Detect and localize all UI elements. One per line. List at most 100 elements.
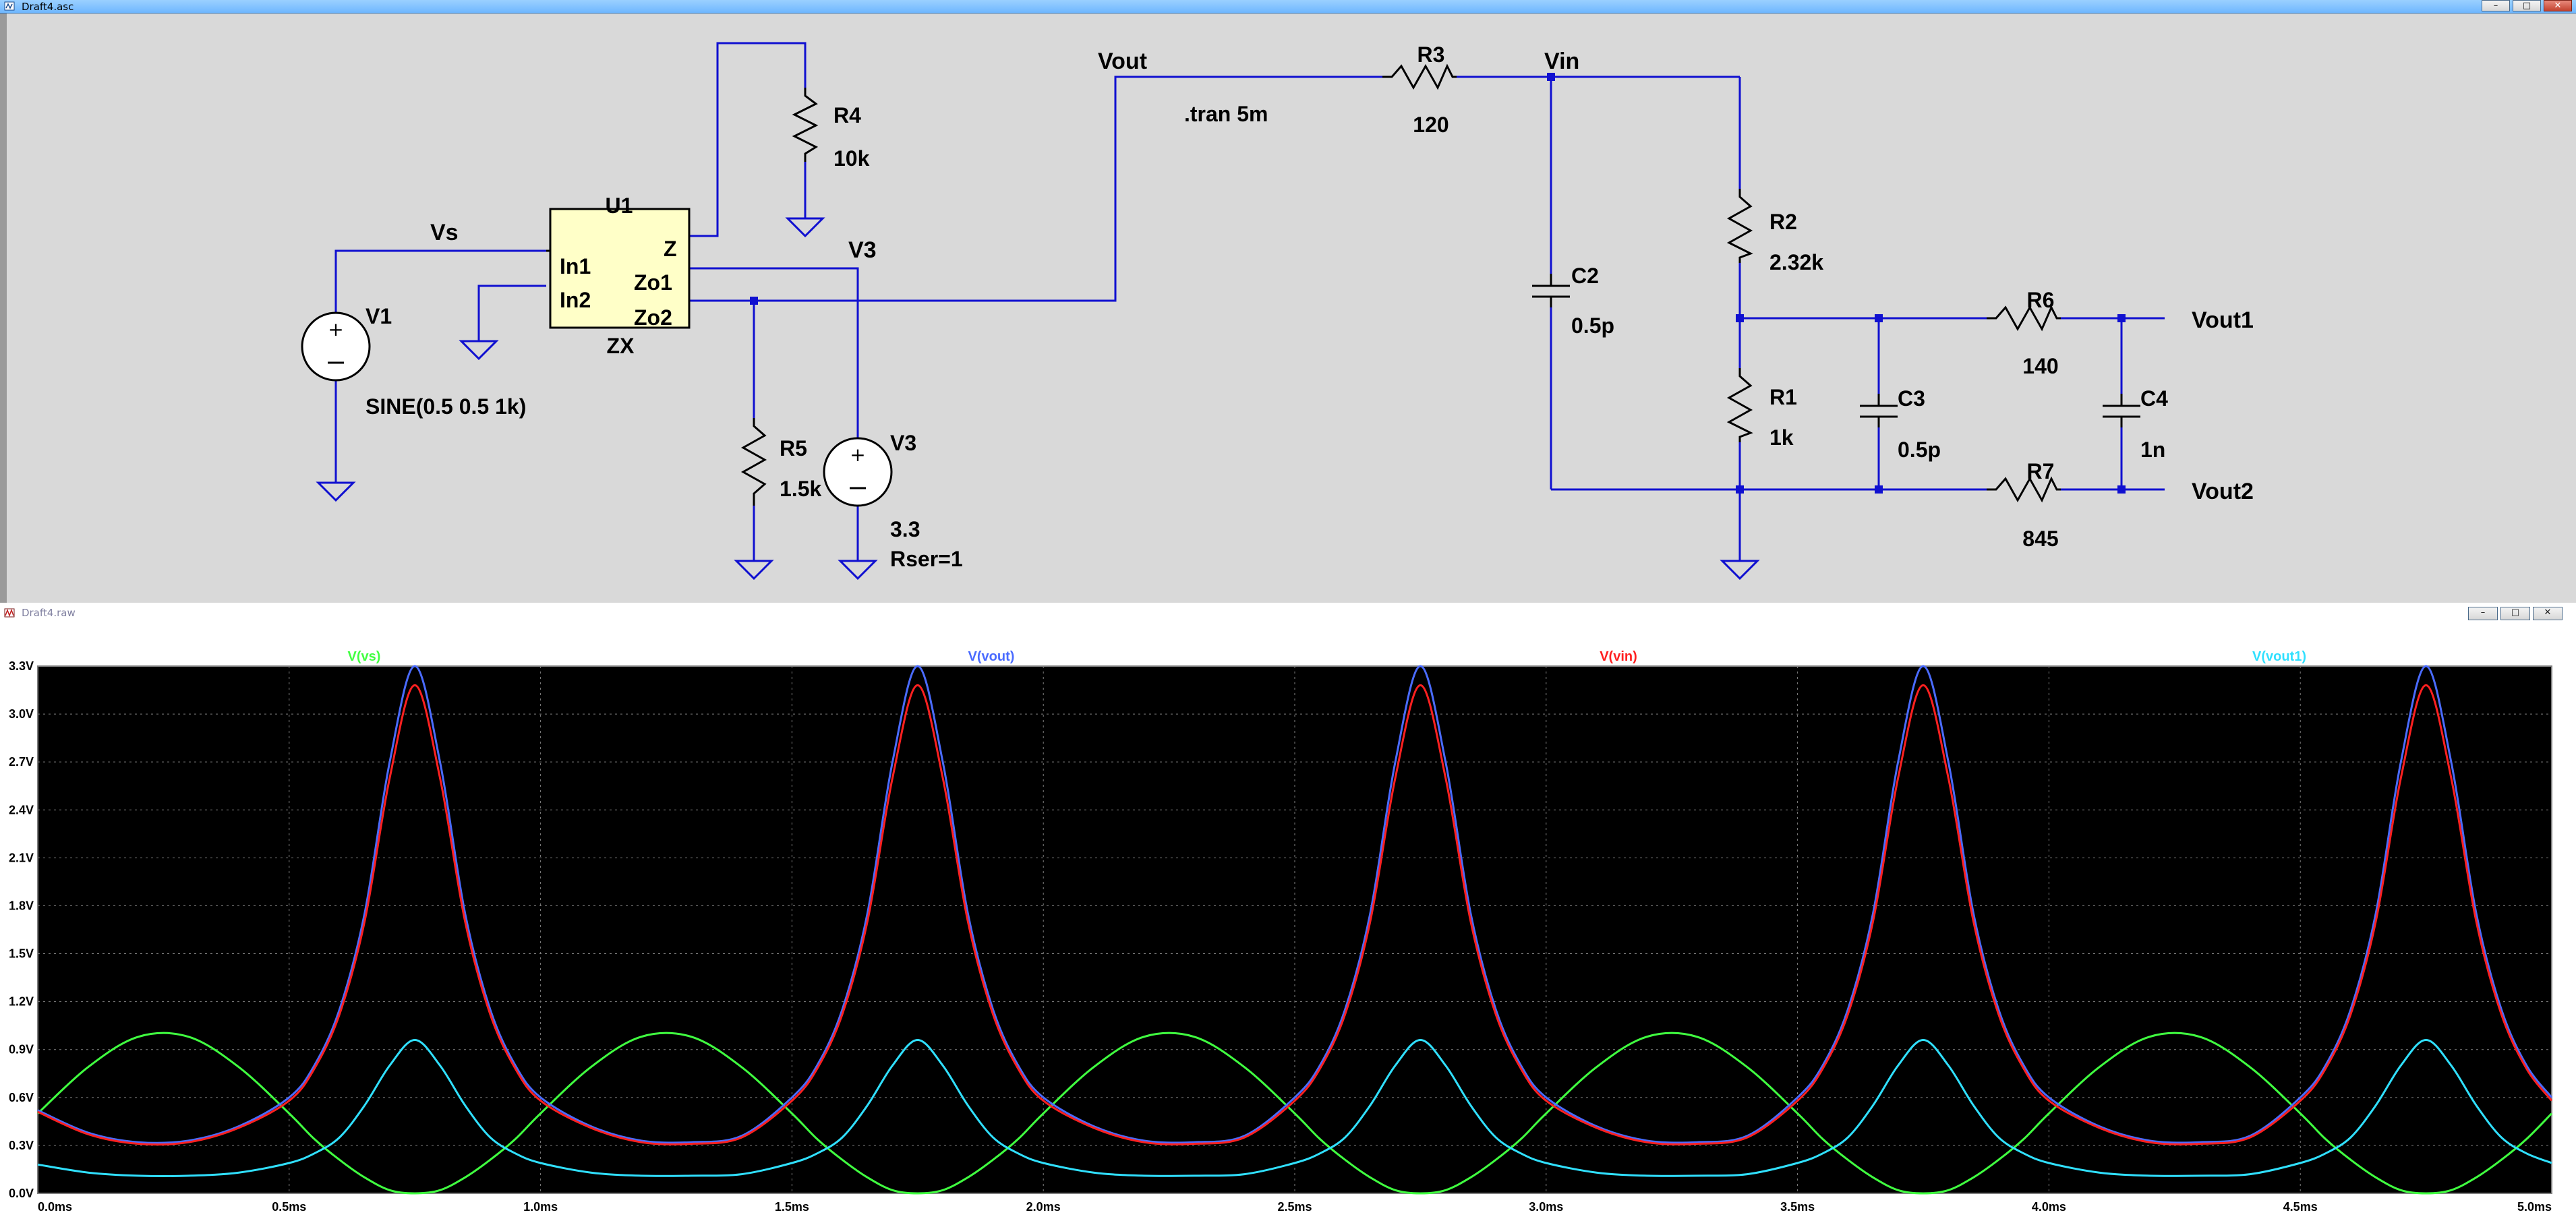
r3-name: R3 <box>1417 42 1445 67</box>
x-tick-label: 5.0ms <box>2517 1200 2552 1214</box>
waveform-title-bar[interactable]: Draft4.raw – □ ✕ <box>0 604 2576 622</box>
tran-directive[interactable]: .tran 5m <box>1184 102 1268 126</box>
r2-symbol <box>1726 189 1753 263</box>
r4-value: 10k <box>833 146 870 171</box>
trace-v-vs[interactable] <box>36 1032 2553 1195</box>
x-tick-label: 4.0ms <box>2032 1200 2066 1214</box>
waveform-maximize-button[interactable]: □ <box>2500 607 2530 620</box>
c3-value: 0.5p <box>1898 438 1941 462</box>
r4-symbol <box>792 88 819 162</box>
waveform-viewer-icon <box>4 608 15 618</box>
y-tick-label: 3.0V <box>9 707 34 721</box>
v3-symbol[interactable]: + <box>823 437 893 507</box>
y-tick-label: 0.6V <box>9 1091 34 1104</box>
r7-value: 845 <box>2022 527 2058 551</box>
c3-symbol <box>1860 394 1898 427</box>
waveform-close-button[interactable]: ✕ <box>2533 607 2563 620</box>
net-label-vout: Vout <box>1098 49 1147 74</box>
y-tick-label: 0.0V <box>9 1187 34 1200</box>
c4-symbol <box>2103 394 2140 427</box>
y-tick-label: 2.7V <box>9 755 34 769</box>
v1-value: SINE(0.5 0.5 1k) <box>365 394 526 419</box>
minimize-button[interactable]: – <box>2482 0 2510 11</box>
wires[interactable] <box>334 42 2165 561</box>
close-button[interactable]: ✕ <box>2544 0 2572 11</box>
r6-symbol <box>1987 305 2061 332</box>
net-label-v3: V3 <box>848 237 877 263</box>
schematic-window-title: Draft4.asc <box>22 0 74 13</box>
x-tick-label: 3.0ms <box>1529 1200 1563 1214</box>
plot-border <box>37 665 2552 1194</box>
ground-output-icon <box>1720 560 1760 580</box>
schematic-title-bar[interactable]: Draft4.asc – □ ✕ <box>0 0 2576 13</box>
c4-name: C4 <box>2140 386 2168 411</box>
net-label-vout1: Vout1 <box>2192 307 2254 333</box>
r1-value: 1k <box>1769 425 1794 450</box>
net-label-vout2: Vout2 <box>2192 479 2254 504</box>
r5-symbol <box>740 418 767 506</box>
v1-name: V1 <box>365 304 392 328</box>
net-label-vs: Vs <box>430 220 459 245</box>
x-tick-label: 0.0ms <box>38 1200 72 1214</box>
trace-v-vout1[interactable] <box>37 1038 2552 1177</box>
y-tick-label: 1.2V <box>9 995 34 1009</box>
schematic-canvas[interactable]: + + U1 In1 In2 Z Zo1 Zo2 ZX Vs Vout Vin … <box>0 13 2576 603</box>
waveform-window-title: Draft4.raw <box>22 607 76 619</box>
x-tick-label: 2.0ms <box>1026 1200 1061 1214</box>
waveform-plot[interactable]: 0.0V0.3V0.6V0.9V1.2V1.5V1.8V2.1V2.4V2.7V… <box>0 622 2576 1223</box>
x-tick-label: 0.5ms <box>272 1200 306 1214</box>
u1-block[interactable] <box>546 208 691 329</box>
r7-name: R7 <box>2027 459 2055 483</box>
trace-v-vin[interactable] <box>37 684 2553 1146</box>
traces[interactable] <box>36 665 2553 1195</box>
x-tick-label: 1.5ms <box>775 1200 809 1214</box>
v1-symbol[interactable]: + <box>301 311 371 382</box>
r2-value: 2.32k <box>1769 250 1823 274</box>
r7-symbol <box>1987 476 2061 503</box>
ground-in2-icon <box>459 340 499 361</box>
waveform-minimize-button[interactable]: – <box>2468 607 2498 620</box>
y-tick-label: 2.1V <box>9 851 34 864</box>
r5-value: 1.5k <box>780 477 821 501</box>
x-tick-label: 2.5ms <box>1277 1200 1312 1214</box>
r4-name: R4 <box>833 103 861 127</box>
trace-label-v-vout1[interactable]: V(vout1) <box>2252 649 2306 664</box>
capacitors[interactable] <box>1532 274 2140 427</box>
ground-v3-icon <box>838 560 878 580</box>
trace-label-v-vin[interactable]: V(vin) <box>1600 649 1637 664</box>
trace-label-v-vout[interactable]: V(vout) <box>968 649 1015 664</box>
r6-name: R6 <box>2027 288 2055 312</box>
y-tick-label: 3.3V <box>9 659 34 673</box>
trace-labels[interactable]: V(vs) V(vout) V(vin) V(vout1) <box>348 649 2306 664</box>
svg-text:+: + <box>328 318 343 340</box>
maximize-button[interactable]: □ <box>2513 0 2541 11</box>
x-tick-label: 3.5ms <box>1780 1200 1815 1214</box>
ground-symbols[interactable] <box>316 217 1760 580</box>
schematic-drawing[interactable]: + + U1 In1 In2 Z Zo1 Zo2 ZX Vs Vout Vin … <box>7 13 2576 603</box>
trace-label-v-vs[interactable]: V(vs) <box>348 649 381 664</box>
trace-v-vout[interactable] <box>37 665 2553 1144</box>
ground-r4-icon <box>785 217 825 238</box>
ground-r5-icon <box>734 560 774 580</box>
c2-value: 0.5p <box>1571 314 1614 338</box>
junction-dots <box>750 73 2126 494</box>
y-tick-label: 0.3V <box>9 1139 34 1152</box>
v3-name: V3 <box>890 431 916 455</box>
u1-pin-in2: In2 <box>560 288 591 312</box>
v3-value: 3.3 <box>890 517 920 541</box>
r2-name: R2 <box>1769 210 1797 234</box>
c4-value: 1n <box>2140 438 2165 462</box>
y-tick-label: 1.5V <box>9 947 34 961</box>
resistors[interactable] <box>740 63 2061 506</box>
c2-name: C2 <box>1571 264 1599 288</box>
y-tick-label: 0.9V <box>9 1043 34 1056</box>
v3-rser: Rser=1 <box>890 547 963 571</box>
x-tick-label: 1.0ms <box>523 1200 558 1214</box>
u1-pin-in1: In1 <box>560 254 591 278</box>
u1-model: ZX <box>607 334 635 358</box>
r6-value: 140 <box>2022 354 2058 378</box>
u1-pin-zo2: Zo2 <box>634 305 672 330</box>
plot-grid <box>37 665 2552 1194</box>
ltspice-schematic-icon <box>4 1 15 11</box>
